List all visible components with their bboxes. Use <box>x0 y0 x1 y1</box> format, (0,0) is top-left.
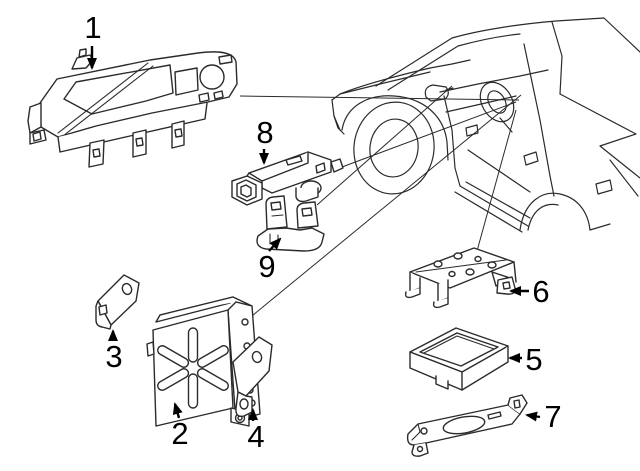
callout-label-4: 4 <box>247 419 265 454</box>
arrow-to-part7 <box>525 411 541 422</box>
leader-part2 <box>246 94 522 321</box>
callout-label-9: 9 <box>258 249 276 284</box>
front-wheel <box>353 101 435 195</box>
steering-wheel <box>479 81 515 123</box>
asterisk-vent <box>157 327 229 409</box>
callout-label-6: 6 <box>532 274 550 309</box>
callout-label-8: 8 <box>256 115 274 150</box>
instrument-cluster-drawing <box>27 48 238 168</box>
arrow-to-part2 <box>172 402 183 419</box>
callout-label-2: 2 <box>171 416 189 451</box>
module-8-drawing <box>231 151 344 206</box>
gauge-opening <box>199 64 225 90</box>
bracket-7-drawing <box>406 394 528 457</box>
bracket-6-drawing <box>404 247 517 309</box>
leader-lines <box>239 85 522 321</box>
leader-part1 <box>239 95 520 101</box>
bracket-3-drawing <box>95 274 140 330</box>
oval-cutout <box>442 415 486 435</box>
leader-part8 <box>333 101 517 171</box>
callout-label-1: 1 <box>84 10 102 45</box>
arrow-to-part9 <box>268 237 282 252</box>
callout-arrows <box>87 46 541 422</box>
bracket-9-drawing <box>256 195 325 252</box>
car-cutaway-drawing <box>331 17 640 233</box>
bracket-4-drawing <box>232 336 273 418</box>
leader-part9 <box>316 85 453 206</box>
callout-label-5: 5 <box>525 342 543 377</box>
callout-label-3: 3 <box>105 339 123 374</box>
module-5-drawing <box>409 327 509 391</box>
callout-label-7: 7 <box>544 399 562 434</box>
leader-part6 <box>476 109 517 252</box>
